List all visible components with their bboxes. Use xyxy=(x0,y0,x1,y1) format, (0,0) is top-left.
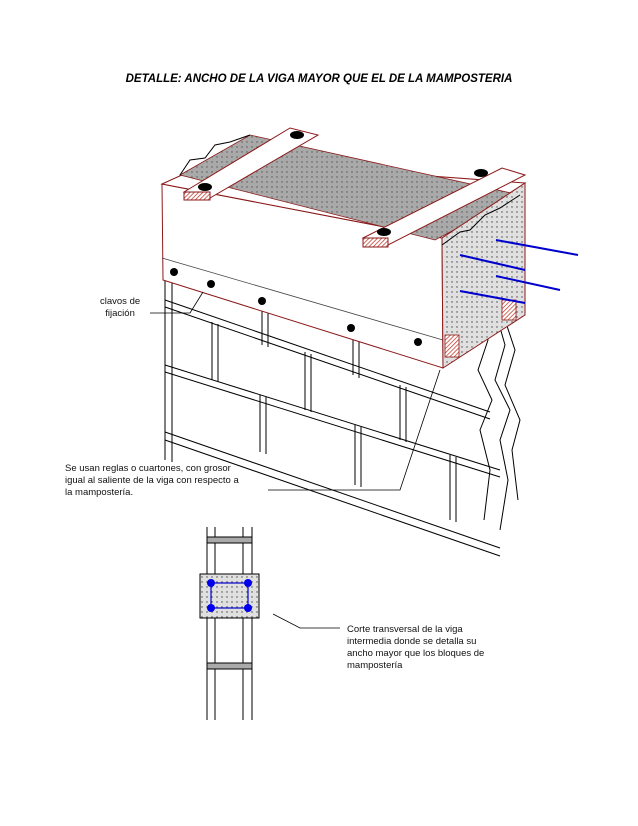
diagram-title: DETALLE: ANCHO DE LA VIGA MAYOR QUE EL D… xyxy=(125,73,513,85)
label-line: la mampostería. xyxy=(65,487,134,498)
label-section: Corte transversal de la viga intermedia … xyxy=(347,624,484,672)
rebar-dots xyxy=(207,579,252,612)
rebar-lines xyxy=(459,239,579,304)
wood-boards xyxy=(182,127,527,248)
nail-heads xyxy=(170,131,488,346)
beam-side-face xyxy=(441,182,526,369)
label-line: ancho mayor que los bloques de xyxy=(347,648,485,659)
label-line: Corte transversal de la viga xyxy=(347,624,463,635)
label-line: igual al saliente de la viga con respect… xyxy=(65,475,239,486)
label-line: clavos de xyxy=(100,296,141,307)
cross-section xyxy=(199,527,260,720)
beam-joint-line xyxy=(161,257,444,341)
broken-edge xyxy=(441,194,521,246)
label-line: fijación xyxy=(105,308,135,319)
label-boards: Se usan reglas o cuartones, con grosor i… xyxy=(65,463,239,499)
board-end-hatch xyxy=(444,334,460,358)
label-line: intermedia donde se detalla su xyxy=(347,636,477,647)
label-line: Se usan reglas o cuartones, con grosor xyxy=(65,463,231,474)
board-end-hatch xyxy=(501,299,517,321)
broken-edge xyxy=(179,134,251,176)
label-line: mampostería xyxy=(347,660,403,671)
label-nails: clavos de fijación xyxy=(100,296,140,320)
leader-lines xyxy=(150,291,441,629)
